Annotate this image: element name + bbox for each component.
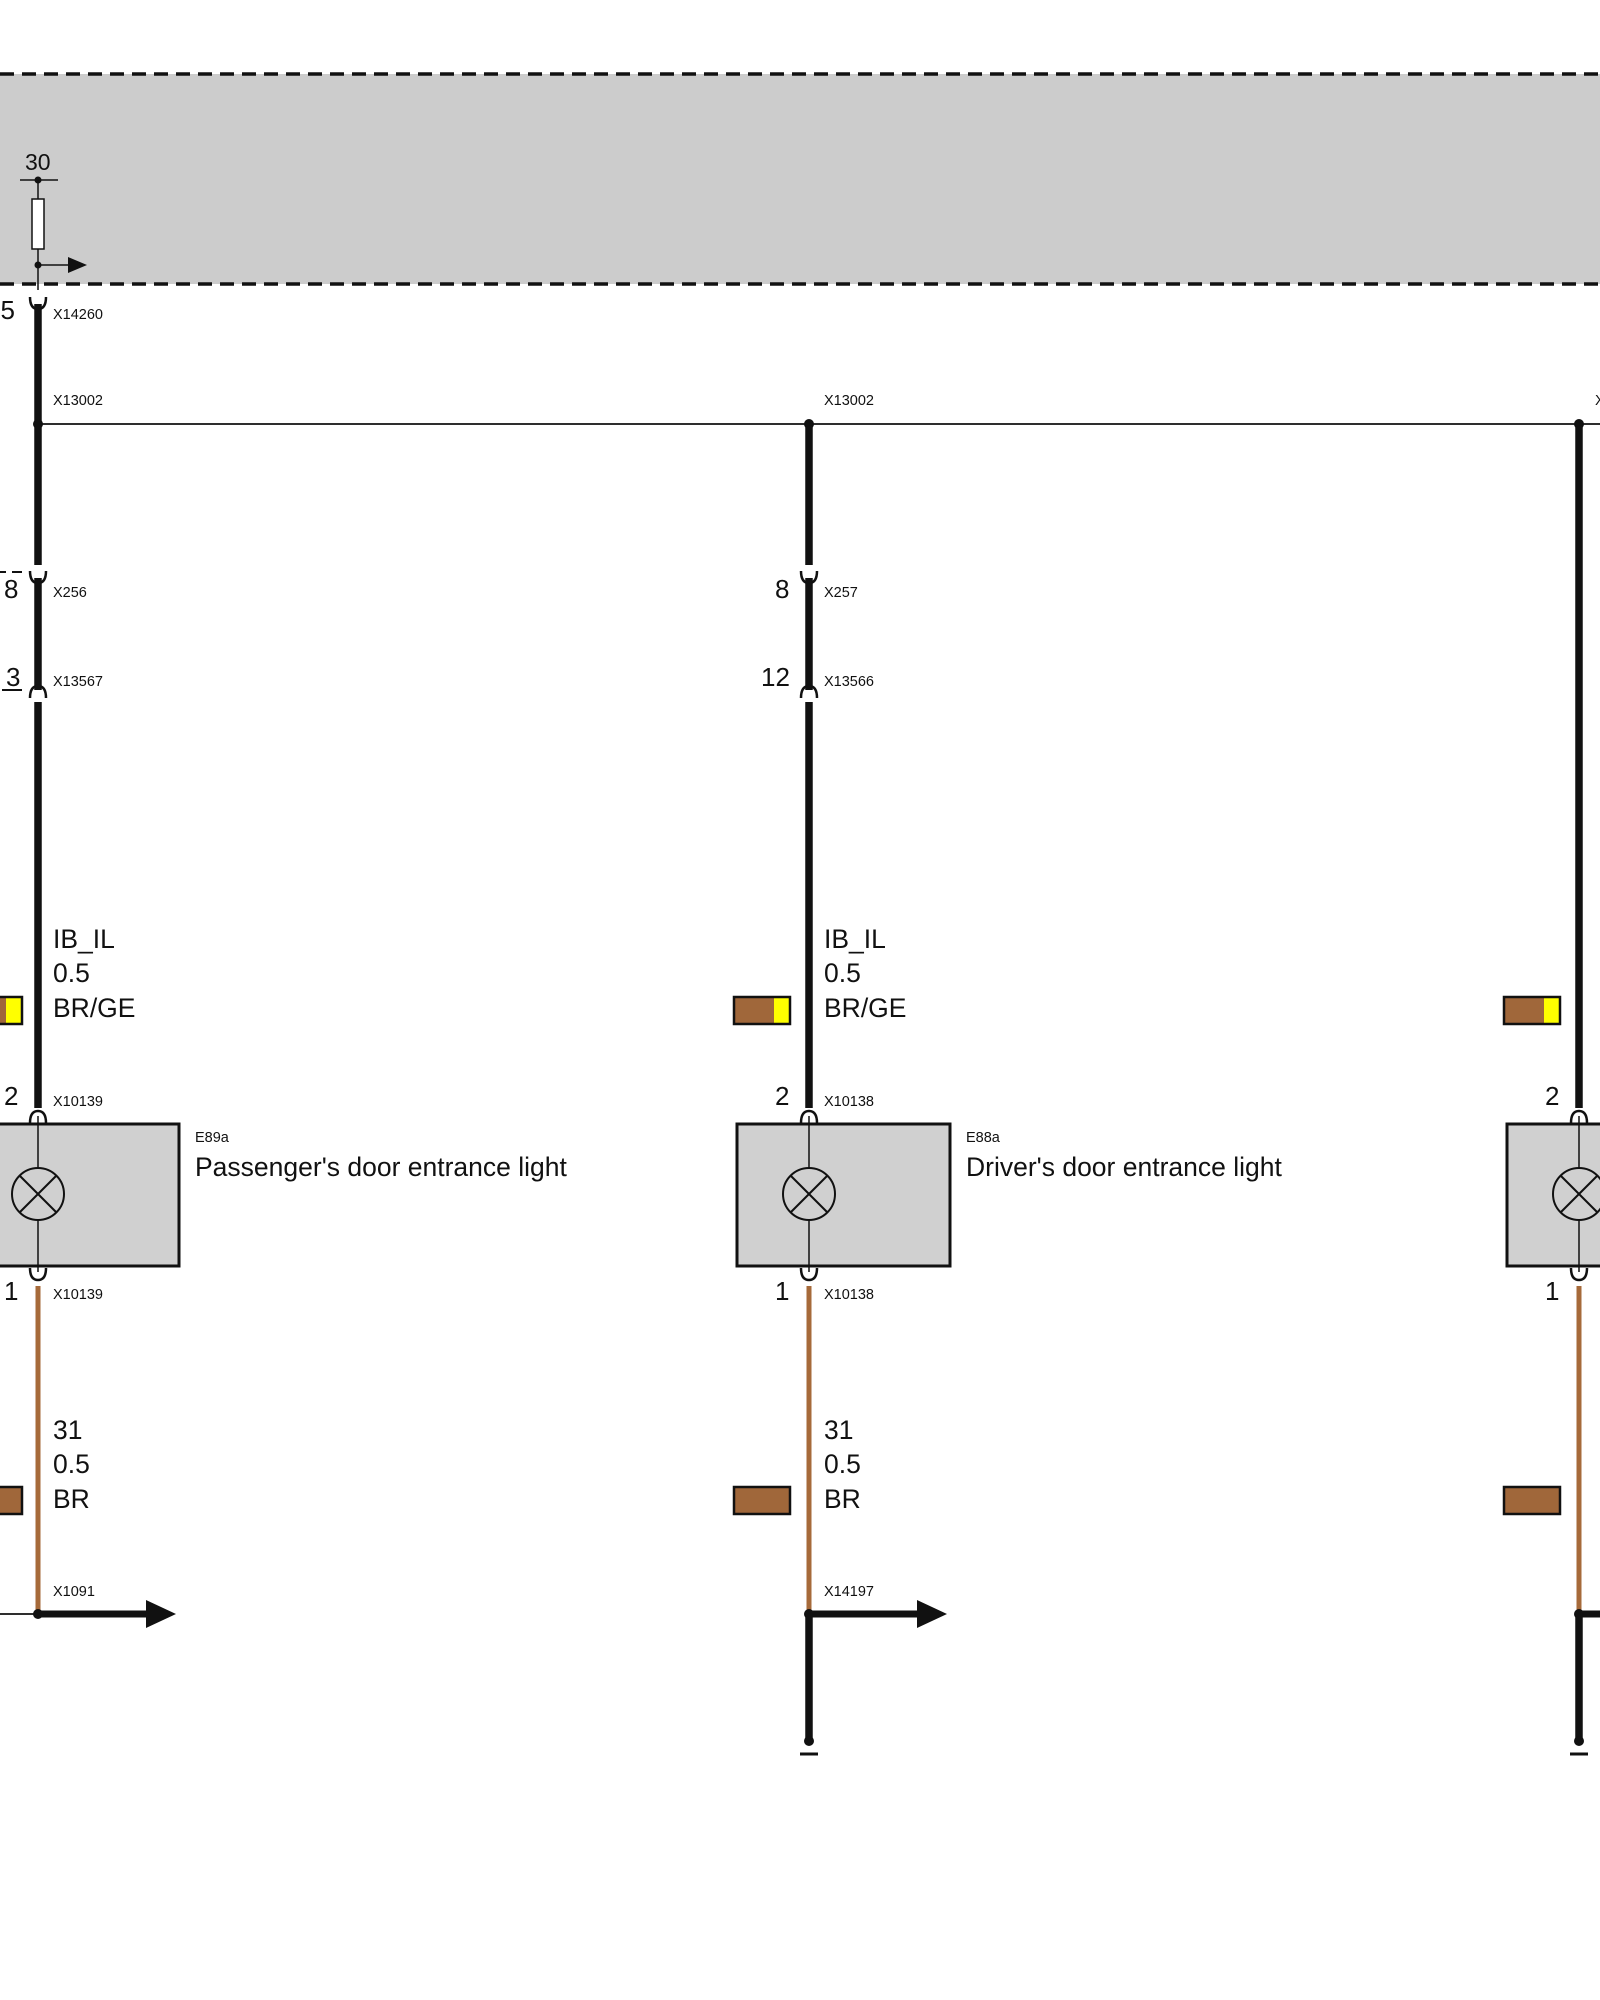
wire1-size-label: 0.5 bbox=[824, 958, 861, 988]
wire2-color-swatch bbox=[1502, 1485, 1562, 1516]
ground-stub-node bbox=[804, 1736, 814, 1746]
pin-x13567-cap-icon bbox=[28, 684, 48, 699]
pin-top-cap-icon bbox=[28, 1109, 48, 1124]
splice-x13002-label-3: X13002 bbox=[1595, 393, 1600, 409]
wire2-color-label: BR bbox=[53, 1484, 90, 1514]
pin-bottom-cup-icon bbox=[799, 1267, 819, 1282]
ground-arrow-icon bbox=[146, 1600, 176, 1628]
terminal-30-label: 30 bbox=[25, 149, 51, 175]
fuse-icon bbox=[31, 198, 45, 250]
conn-x13567-label: X13567 bbox=[53, 674, 103, 690]
pin-top-cap-icon bbox=[1569, 1109, 1589, 1124]
conn-x13566-label: X13566 bbox=[824, 674, 874, 690]
pin-top-label: 2 bbox=[1545, 1081, 1559, 1111]
ground-arrow-icon bbox=[917, 1600, 947, 1628]
pin-x257-label: 8 bbox=[775, 574, 789, 604]
component-box bbox=[0, 1122, 181, 1268]
conn-x14260-label: X14260 bbox=[53, 307, 103, 323]
circuit-third: 2 1 bbox=[1502, 419, 1600, 1756]
conn-bottom-label: X10138 bbox=[824, 1287, 874, 1303]
wire1-signal-label: IB_IL bbox=[824, 924, 886, 954]
pin-top-cap-icon bbox=[799, 1109, 819, 1124]
wire2-color-label: BR bbox=[824, 1484, 861, 1514]
circuit-passenger: 8 X256 3 X13567 IB_IL 0.5 BR/GE 2 X10139… bbox=[0, 419, 568, 1628]
component-box bbox=[735, 1122, 952, 1268]
pin-x13567-label: 3 bbox=[6, 662, 20, 692]
fuse-output-arrow-icon bbox=[68, 257, 87, 273]
pin-35-label: 35 bbox=[0, 295, 15, 325]
component-code-label: E88a bbox=[966, 1130, 1001, 1146]
wire1-color-label: BR/GE bbox=[824, 993, 906, 1023]
conn-x256-label: X256 bbox=[53, 585, 87, 601]
circuit-driver: 8 X257 12 X13566 IB_IL 0.5 BR/GE 2 X1013… bbox=[732, 419, 1282, 1756]
component-name-label: Driver's door entrance light bbox=[966, 1152, 1282, 1182]
wire1-color-label: BR/GE bbox=[53, 993, 135, 1023]
splice-x13002-label-2: X13002 bbox=[824, 393, 874, 409]
pin-x13566-label: 12 bbox=[761, 662, 790, 692]
wire1-size-label: 0.5 bbox=[53, 958, 90, 988]
pin-bottom-label: 1 bbox=[4, 1276, 18, 1306]
pin-x256-label: 8 bbox=[4, 574, 18, 604]
pin-top-label: 2 bbox=[4, 1081, 18, 1111]
pin-top-label: 2 bbox=[775, 1081, 789, 1111]
splice-x13002-label-1: X13002 bbox=[53, 393, 103, 409]
wire2-signal-label: 31 bbox=[53, 1415, 82, 1445]
component-name-label: Passenger's door entrance light bbox=[195, 1152, 568, 1182]
wire2-color-swatch bbox=[0, 1485, 24, 1516]
wire2-color-swatch bbox=[732, 1485, 792, 1516]
component-code-label: E89a bbox=[195, 1130, 230, 1146]
conn-top-label: X10138 bbox=[824, 1094, 874, 1110]
ground-stub-node bbox=[1574, 1736, 1584, 1746]
ground-conn-label: X1091 bbox=[53, 1584, 95, 1600]
wire1-color-swatch bbox=[732, 995, 792, 1026]
conn-bottom-label: X10139 bbox=[53, 1287, 103, 1303]
ground-conn-label: X14197 bbox=[824, 1584, 874, 1600]
pin-x13566-cap-icon bbox=[799, 684, 819, 699]
pin-bottom-cup-icon bbox=[28, 1267, 48, 1282]
pin-bottom-label: 1 bbox=[775, 1276, 789, 1306]
pin-bottom-cup-icon bbox=[1569, 1267, 1589, 1282]
wire1-signal-label: IB_IL bbox=[53, 924, 115, 954]
control-unit-box bbox=[0, 74, 1600, 284]
pin-bottom-label: 1 bbox=[1545, 1276, 1559, 1306]
wire2-size-label: 0.5 bbox=[824, 1449, 861, 1479]
wire2-size-label: 0.5 bbox=[53, 1449, 90, 1479]
wire1-color-swatch bbox=[0, 995, 24, 1026]
wire1-color-swatch bbox=[1502, 995, 1562, 1026]
wire2-signal-label: 31 bbox=[824, 1415, 853, 1445]
conn-x257-label: X257 bbox=[824, 585, 858, 601]
conn-top-label: X10139 bbox=[53, 1094, 103, 1110]
